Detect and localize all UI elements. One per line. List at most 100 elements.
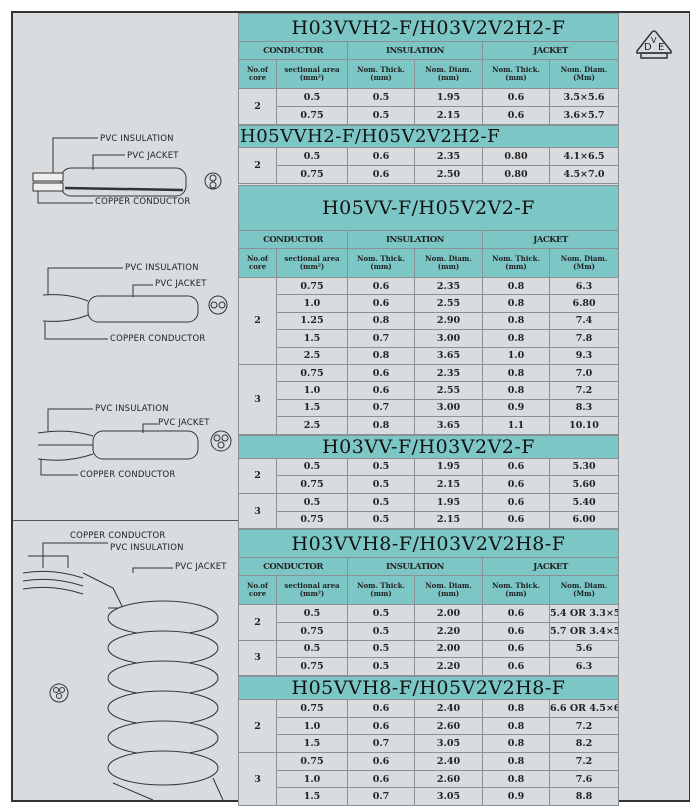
jk-diam-cell: 6.3 <box>548 276 620 296</box>
ins-diam-cell: 2.15 <box>414 106 483 125</box>
area-cell: 0.75 <box>276 363 348 383</box>
header-no-of-core: No.of core <box>238 575 277 606</box>
ins-thick-cell: 0.7 <box>347 329 415 348</box>
area-cell: 1.0 <box>276 716 348 736</box>
label-copper-conductor: COPPER CONDUCTOR <box>80 470 176 480</box>
section-title: H05VVH8-F/H05V2V2H8-F <box>237 676 620 701</box>
jk-diam-cell: 5.30 <box>548 457 620 477</box>
label-pvc-jacket: PVC JACKET <box>155 279 207 289</box>
header-ins-diam: Nom. Diam.(mm) <box>414 575 483 606</box>
ins-diam-cell: 2.00 <box>414 604 483 623</box>
ins-diam-cell: 2.90 <box>414 311 483 331</box>
jk-thick-cell: 0.8 <box>482 329 550 348</box>
jk-diam-cell: 8.3 <box>548 398 620 418</box>
jk-diam-cell: 7.4 <box>548 311 620 331</box>
ins-thick-cell: 0.5 <box>347 657 415 677</box>
label-pvc-jacket: PVC JACKET <box>175 562 227 572</box>
ins-thick-cell: 0.5 <box>347 457 415 477</box>
ins-thick-cell: 0.5 <box>347 621 415 641</box>
section-title: H03VVH8-F/H03V2V2H8-F <box>237 529 620 559</box>
label-pvc-jacket: PVC JACKET <box>158 418 210 428</box>
jk-diam-cell: 9.3 <box>548 346 620 365</box>
jk-diam-cell: 5.6 <box>548 639 620 659</box>
jk-diam-cell: 3.6×5.7 <box>548 106 620 125</box>
area-cell: 1.25 <box>276 311 348 331</box>
area-cell: 2.5 <box>276 346 348 365</box>
header-ins-thick: Nom. Thick.(mm) <box>347 575 415 606</box>
jk-thick-cell: 0.6 <box>482 457 550 477</box>
ins-thick-cell: 0.6 <box>347 716 415 736</box>
header-jacket: JACKET <box>481 557 620 577</box>
header-no-of-core: No.of core <box>238 248 277 278</box>
ins-diam-cell: 2.15 <box>414 510 483 530</box>
header-sectional-area: sectional area (mm²) <box>276 248 348 278</box>
ins-thick-cell: 0.6 <box>347 276 415 296</box>
jk-thick-cell: 0.6 <box>482 106 550 125</box>
section-divider <box>13 520 238 521</box>
ins-diam-cell: 2.60 <box>414 769 483 789</box>
ins-diam-cell: 2.00 <box>414 639 483 659</box>
label-pvc-insulation: PVC INSULATION <box>110 543 184 553</box>
logo-column: D V E <box>618 13 689 800</box>
label-copper-conductor: COPPER CONDUCTOR <box>110 334 206 344</box>
ins-thick-cell: 0.6 <box>347 769 415 789</box>
ins-thick-cell: 0.6 <box>347 147 415 166</box>
section-title: H03VV-F/H03V2V2-F <box>237 434 620 459</box>
ins-diam-cell: 3.05 <box>414 787 483 807</box>
ins-diam-cell: 3.65 <box>414 346 483 365</box>
section-title: H05VV-F/H05V2V2-F <box>237 185 620 231</box>
core-count-cell: 2 <box>238 604 277 641</box>
ins-thick-cell: 0.7 <box>347 787 415 807</box>
ins-diam-cell: 2.55 <box>414 294 483 313</box>
ins-diam-cell: 3.00 <box>414 329 483 348</box>
jk-thick-cell: 0.8 <box>482 294 550 313</box>
header-no-of-core: No.of core <box>238 59 277 89</box>
label-pvc-jacket: PVC JACKET <box>127 151 179 161</box>
header-jk-thick: Nom. Thick.(mm) <box>482 575 550 606</box>
ins-thick-cell: 0.6 <box>347 699 415 718</box>
core-count-cell: 2 <box>238 147 277 184</box>
header-ins-thick: Nom. Thick.(mm) <box>347 248 415 278</box>
jk-thick-cell: 0.6 <box>482 510 550 530</box>
jk-thick-cell: 0.6 <box>482 492 550 512</box>
jk-thick-cell: 0.6 <box>482 604 550 623</box>
jk-diam-cell: 7.2 <box>548 752 620 771</box>
jk-diam-cell: 4.5×7.0 <box>548 165 620 184</box>
cable-coiled-drawing <box>22 542 224 801</box>
ins-thick-cell: 0.6 <box>347 752 415 771</box>
label-copper-conductor: COPPER CONDUCTOR <box>95 197 191 207</box>
area-cell: 0.5 <box>276 492 348 512</box>
area-cell: 0.5 <box>276 457 348 477</box>
ins-thick-cell: 0.5 <box>347 604 415 623</box>
area-cell: 0.75 <box>276 475 348 494</box>
core-count-cell: 3 <box>238 492 277 530</box>
cable-illustrations <box>22 137 232 801</box>
jk-diam-cell: 10.10 <box>548 416 620 435</box>
ins-thick-cell: 0.6 <box>347 165 415 184</box>
header-jk-diam: Nom. Diam. (Mm) <box>548 248 620 278</box>
header-conductor: CONDUCTOR <box>238 41 348 60</box>
ins-diam-cell: 2.15 <box>414 475 483 494</box>
cable-h05vv-3core-drawing <box>37 408 232 476</box>
header-sectional-area: sectional area (mm²) <box>276 59 348 89</box>
header-insulation: INSULATION <box>347 230 483 249</box>
jk-diam-cell: 7.6 <box>548 769 620 789</box>
ins-diam-cell: 2.40 <box>414 699 483 718</box>
core-count-cell: 2 <box>238 88 277 125</box>
jk-diam-cell: 7.0 <box>548 363 620 383</box>
area-cell: 0.75 <box>276 276 348 296</box>
